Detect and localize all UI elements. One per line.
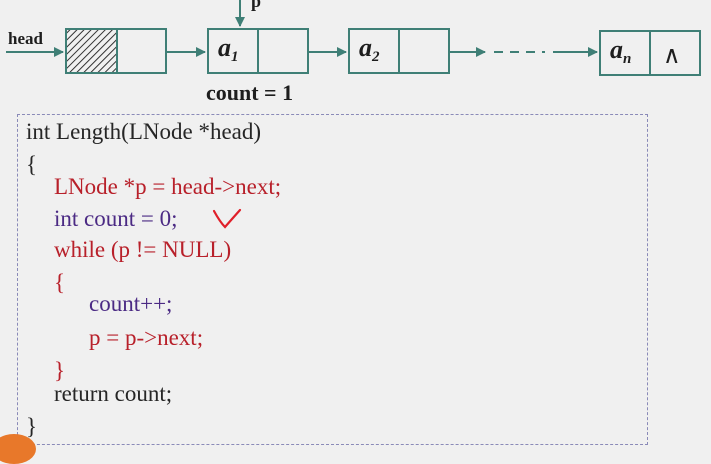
count-label: count = 1 [206,80,294,105]
code-line-6: { [54,270,66,295]
code-line-4: int count = 0; [54,206,178,231]
linked-list-diagram [6,0,701,229]
pointer-p-label: p [251,0,262,11]
null-pointer-symbol: ∧ [663,43,681,69]
code-line-1: int Length(LNode *head) [26,119,262,144]
code-line-11: } [26,414,38,439]
code-box [17,114,648,445]
corner-badge-icon [0,434,36,464]
code-line-7: count++; [89,291,173,316]
code-line-2: { [26,152,38,177]
checkmark-icon [212,208,242,229]
node-a2 [348,28,450,74]
code-line-3: LNode *p = head->next; [54,174,282,199]
head-node [65,28,167,74]
node-an-label: an [610,35,632,67]
node-a1 [207,28,309,74]
node-a2-label: a2 [359,33,380,65]
node-an [599,30,701,76]
head-label: head [8,29,43,48]
node-a1-label: a1 [218,33,239,65]
code-line-9: } [54,358,66,383]
code-line-10: return count; [54,381,173,406]
code-line-5: while (p != NULL) [54,237,232,262]
code-line-8: p = p->next; [89,325,204,350]
